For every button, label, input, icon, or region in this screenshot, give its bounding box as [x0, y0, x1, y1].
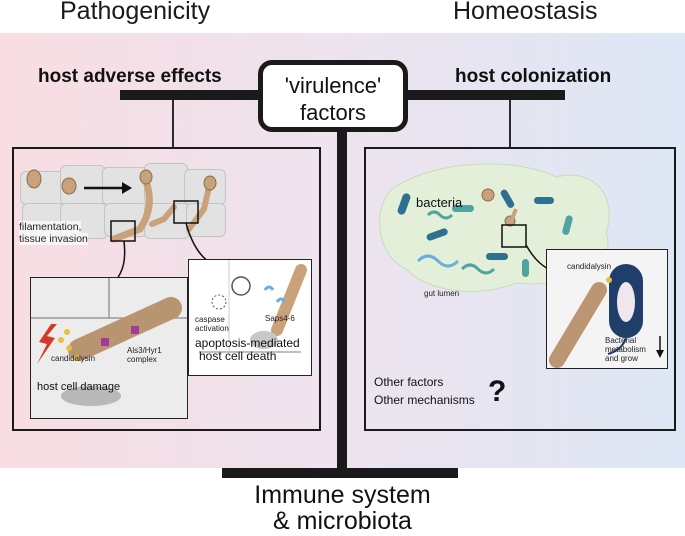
- bacterium: [452, 205, 474, 212]
- label-host-colonization: host colonization: [455, 66, 612, 87]
- host-cell-damage-inset: candidalysin Als3/Hyr1 complex host cell…: [30, 277, 188, 419]
- label-candidalysin-right: candidalysin: [567, 262, 612, 271]
- label-candidalysin-left: candidalysin: [51, 354, 96, 363]
- bacterium: [397, 193, 411, 215]
- caspase-circle: [231, 276, 251, 296]
- label-other-mechanisms: Other mechanisms: [374, 393, 475, 407]
- heading-pathogenicity: Pathogenicity: [60, 0, 211, 25]
- heading-microbiota: & microbiota: [273, 507, 412, 535]
- label-apoptosis-line1: apoptosis-mediated: [195, 336, 300, 350]
- pathogenicity-panel: filamentation, tissue invasion candidaly…: [12, 147, 321, 431]
- heading-immune-system: Immune system: [254, 481, 431, 509]
- zoom-box: [501, 224, 527, 248]
- label-saps: Saps4-6: [265, 314, 295, 323]
- candidalysin-dot: [58, 337, 64, 343]
- label-tissue-invasion: tissue invasion: [19, 233, 88, 245]
- label-bact-line3: and grow: [605, 354, 638, 363]
- right-connector: [509, 100, 511, 147]
- zoom-box-left: [110, 220, 136, 242]
- yeast-cell: [26, 169, 42, 189]
- label-apoptosis-line2: host cell death: [199, 349, 277, 363]
- apoptosis-inset: caspase activation Saps4-6 apoptosis-med…: [188, 259, 312, 376]
- horizontal-base-bar: [222, 468, 458, 478]
- damage-lightning-icon: [37, 324, 57, 364]
- label-als3-line1: Als3/Hyr1: [127, 346, 162, 355]
- hypha-apoptosis: [271, 264, 307, 336]
- hypha-closeup: [549, 282, 607, 368]
- vertical-main-bar: [337, 100, 347, 468]
- saps-icon: [263, 285, 275, 291]
- label-host-adverse-effects: host adverse effects: [38, 66, 222, 87]
- label-als3-line2: complex: [127, 355, 157, 364]
- label-gut-lumen: gut lumen: [424, 289, 460, 298]
- question-mark: ?: [488, 375, 507, 408]
- down-arrow-icon: [656, 350, 664, 358]
- label-host-cell-damage: host cell damage: [37, 381, 121, 393]
- bacterial-interaction-inset: candidalysin Bacterial metabolism and gr…: [546, 249, 668, 369]
- label-bact-line1: Bacterial: [605, 336, 637, 345]
- label-bact-line2: metabolism: [605, 345, 646, 354]
- label-caspase-line1: caspase: [195, 315, 225, 324]
- left-connector: [172, 100, 174, 147]
- homeostasis-panel: bacteria gut lumen candidalysin Bacteria…: [364, 147, 676, 431]
- label-other-factors: Other factors: [374, 375, 444, 389]
- hypha-closeup: [68, 297, 182, 361]
- candidalysin-dot: [606, 277, 612, 283]
- heading-homeostasis: Homeostasis: [453, 0, 598, 25]
- label-filamentation: filamentation,: [19, 221, 82, 233]
- virulence-factors-box: 'virulence' factors: [258, 60, 408, 132]
- hypha: [110, 177, 153, 243]
- label-bacteria: bacteria: [416, 195, 463, 210]
- virulence-line1: 'virulence': [284, 73, 382, 98]
- als3-complex-marker: [131, 326, 139, 334]
- yeast-cell: [61, 177, 77, 195]
- virulence-line2: factors: [299, 100, 367, 125]
- label-caspase-line2: activation: [195, 324, 229, 333]
